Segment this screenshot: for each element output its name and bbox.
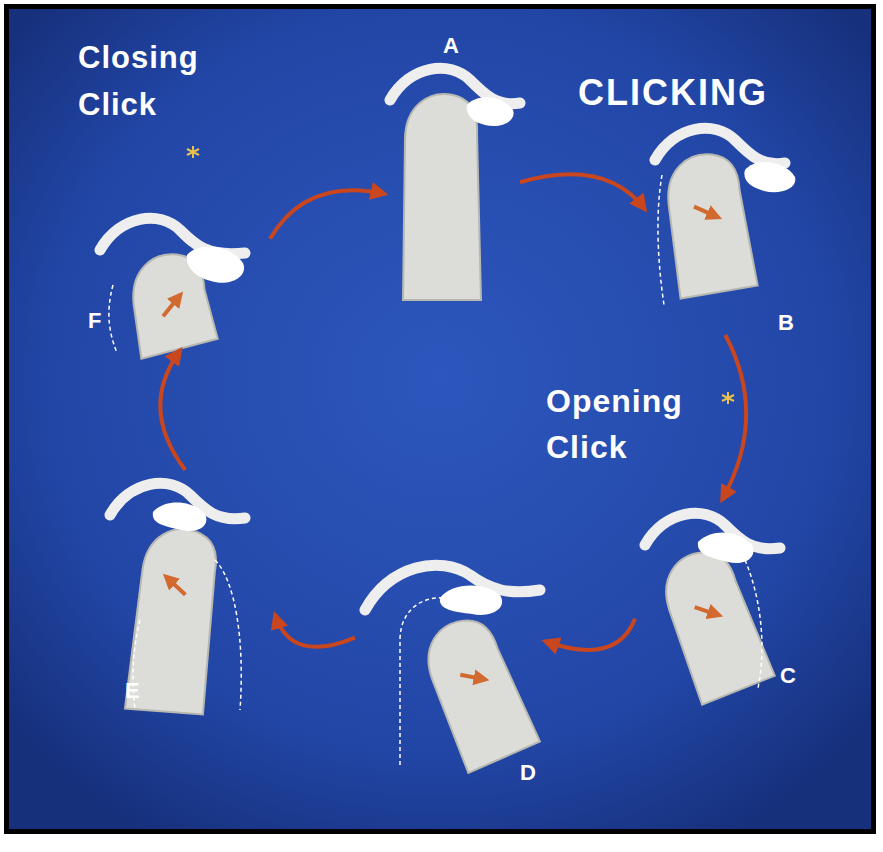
joint-c	[645, 513, 780, 705]
stage-letter: B	[778, 312, 794, 334]
motion-path	[658, 175, 664, 305]
stage-letter: C	[780, 665, 796, 687]
motion-path	[109, 285, 117, 353]
condyle	[123, 524, 228, 719]
cycle-arrow	[270, 190, 385, 239]
joint-stage: F	[85, 200, 270, 350]
diagram-title: CLICKING	[578, 72, 768, 114]
disc	[187, 247, 244, 283]
stage-letter: F	[88, 310, 101, 332]
joint-a	[390, 68, 520, 300]
cycle-arrow	[722, 335, 746, 500]
condyle	[403, 94, 481, 300]
disc	[744, 162, 795, 192]
fossa	[100, 218, 245, 253]
panel-background	[9, 9, 871, 829]
stage-letter: E	[125, 680, 140, 702]
motion-arrow	[694, 204, 716, 218]
joint-stage: D	[355, 540, 545, 790]
motion-arrow	[161, 296, 181, 316]
fossa	[655, 128, 785, 163]
condyle	[655, 542, 776, 706]
cycle-arrow	[160, 350, 185, 470]
panel-border	[4, 4, 876, 834]
cycle-arrow	[520, 174, 645, 209]
motion-arrow	[460, 668, 483, 686]
motion-path	[745, 560, 762, 688]
joint-b	[655, 128, 795, 305]
joint-d	[365, 565, 542, 773]
stage-letter: D	[520, 762, 536, 784]
stage-letter: A	[443, 35, 459, 57]
annotation-label: Closing Click	[78, 35, 228, 128]
motion-arrow	[695, 601, 717, 620]
cycle-arrow	[545, 619, 635, 650]
joint-f	[100, 218, 245, 359]
joint-stage: A	[385, 30, 520, 305]
joint-stage: B	[645, 120, 810, 335]
condyle	[417, 609, 542, 773]
edge-label: Opening Click	[546, 378, 726, 471]
joint-e	[110, 483, 245, 719]
click-star	[187, 146, 734, 404]
disc	[698, 533, 754, 563]
disc	[440, 586, 502, 615]
joint-stage: C	[635, 500, 805, 695]
disc	[467, 97, 514, 126]
motion-arrow	[166, 578, 188, 595]
fossa	[390, 68, 520, 103]
motion-path	[215, 560, 241, 710]
condyle	[664, 150, 758, 299]
disc	[153, 502, 207, 531]
joint-stage: E	[105, 470, 275, 710]
cycle-arrow	[275, 615, 355, 647]
